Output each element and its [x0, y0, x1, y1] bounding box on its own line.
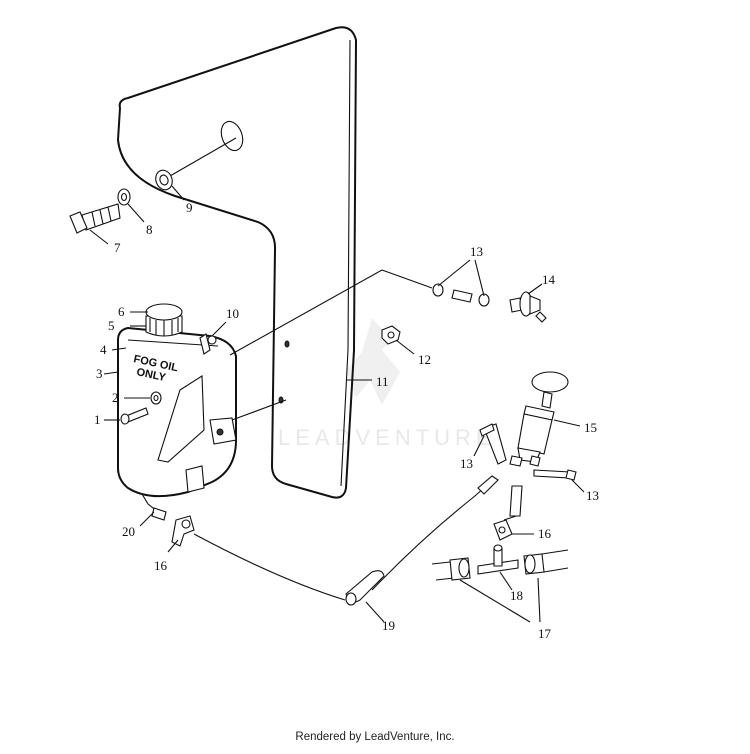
callout-15: 15	[584, 420, 597, 435]
hose-segment-a	[477, 475, 499, 495]
part-13-elbow-left	[479, 423, 507, 465]
callout-13-right: 13	[586, 488, 599, 503]
part-18-tee	[477, 544, 519, 575]
part-7-bolt	[69, 203, 121, 234]
callout-13-left: 13	[460, 456, 473, 471]
part-12-nut	[381, 325, 401, 345]
callout-3: 3	[96, 366, 103, 381]
callout-7: 7	[114, 240, 121, 255]
callout-13-upper: 13	[470, 244, 483, 259]
part-20-drain-fitting	[151, 507, 167, 521]
part-15-primer-pump	[509, 371, 569, 467]
callout-2: 2	[112, 390, 119, 405]
part-16-clamp-right	[493, 519, 513, 541]
part-13-connector-upper	[432, 283, 490, 307]
callout-4: 4	[100, 342, 107, 357]
part-10-fitting	[199, 333, 217, 355]
callout-16-right: 16	[538, 526, 552, 541]
part-16-clamp-left	[171, 515, 195, 547]
hose-segment-b	[509, 485, 523, 517]
callout-17: 17	[538, 626, 552, 641]
part-6-cap	[145, 303, 183, 337]
part-14-check-valve	[509, 291, 547, 323]
callout-20: 20	[122, 524, 135, 539]
part-17-hose-ends	[431, 549, 569, 581]
part-9-grommet	[155, 169, 173, 191]
callout-12: 12	[418, 352, 431, 367]
callout-6: 6	[118, 304, 125, 319]
callout-18: 18	[510, 588, 523, 603]
part-8-washer	[117, 188, 131, 206]
callout-11: 11	[376, 374, 389, 389]
part-1-bolt	[120, 407, 149, 425]
callout-14: 14	[542, 272, 556, 287]
footer-credit: Rendered by LeadVenture, Inc.	[295, 731, 455, 743]
callout-5: 5	[108, 318, 115, 333]
callout-labels: 1 2 3 4 5 6 7 8 9 10 11 12 13 13 13 14 1…	[94, 200, 599, 641]
callout-19: 19	[382, 618, 395, 633]
part-2-washer	[150, 391, 162, 405]
watermark-text: LEADVENTURE	[278, 425, 496, 450]
part-11-panel	[116, 26, 358, 499]
callout-16-left: 16	[154, 558, 168, 573]
callout-1: 1	[94, 412, 101, 427]
part-19-hose	[345, 570, 385, 606]
callout-10: 10	[226, 306, 239, 321]
callout-8: 8	[146, 222, 153, 237]
callout-9: 9	[186, 200, 193, 215]
part-13-elbow-right	[533, 469, 577, 481]
